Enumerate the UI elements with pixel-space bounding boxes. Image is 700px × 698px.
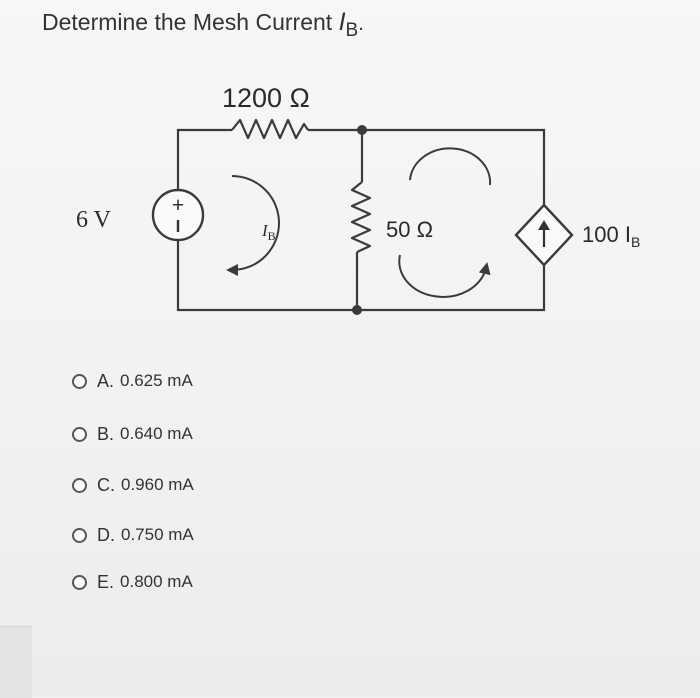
mesh-arrow-left: [226, 175, 280, 276]
option-value: 0.750 mA: [121, 525, 194, 544]
option-value: 0.800 mA: [120, 572, 193, 591]
dependent-source-label: 100 IB: [582, 222, 640, 250]
question-prefix: Determine the Mesh Current: [42, 9, 339, 35]
option-letter: D.: [97, 524, 115, 545]
option-b[interactable]: B. 0.640 mA: [72, 419, 193, 449]
option-value: 0.960 mA: [121, 475, 194, 494]
voltage-source: +: [151, 188, 205, 242]
option-a[interactable]: A. 0.625 mA: [72, 366, 193, 396]
radio-button[interactable]: [72, 477, 87, 493]
resistor-50-label: 50 Ω: [386, 217, 433, 242]
option-c[interactable]: C. 0.960 mA: [72, 470, 194, 500]
question-period: .: [358, 13, 364, 35]
resistor-50-zigzag: [350, 181, 372, 253]
mesh-arrow-right: [409, 147, 492, 186]
resistor-1200-label: 1200 Ω: [222, 83, 310, 113]
option-letter: E.: [97, 571, 115, 592]
circuit-diagram: + 1200 Ω 6 V IB 50 Ω 100 IB: [76, 83, 640, 315]
option-d[interactable]: D. 0.750 mA: [72, 520, 194, 550]
mesh-current-label: IB: [261, 221, 276, 243]
circuit-wires: [176, 128, 546, 312]
resistor-1200-zigzag: [231, 118, 309, 140]
voltage-source-label: 6 V: [76, 207, 112, 233]
radio-button[interactable]: [72, 373, 87, 389]
option-value: 0.640 mA: [120, 424, 193, 443]
dependent-current-source: [514, 203, 574, 267]
question-title: Determine the Mesh Current IB.: [42, 8, 364, 42]
option-letter: A.: [97, 370, 115, 391]
question-variable: IB: [338, 8, 359, 41]
radio-button[interactable]: [72, 527, 87, 543]
option-letter: B.: [97, 423, 115, 444]
page-edge-tab: [0, 626, 32, 698]
source-plus-sign: +: [172, 192, 185, 217]
option-letter: C.: [97, 474, 115, 495]
radio-button[interactable]: [72, 574, 87, 590]
node-bottom: [352, 305, 362, 315]
option-value: 0.625 mA: [120, 371, 193, 390]
radio-button[interactable]: [72, 426, 87, 442]
option-e[interactable]: E. 0.800 mA: [72, 567, 193, 597]
mesh-arrow-right-lower: [398, 254, 491, 298]
node-top: [357, 125, 367, 135]
